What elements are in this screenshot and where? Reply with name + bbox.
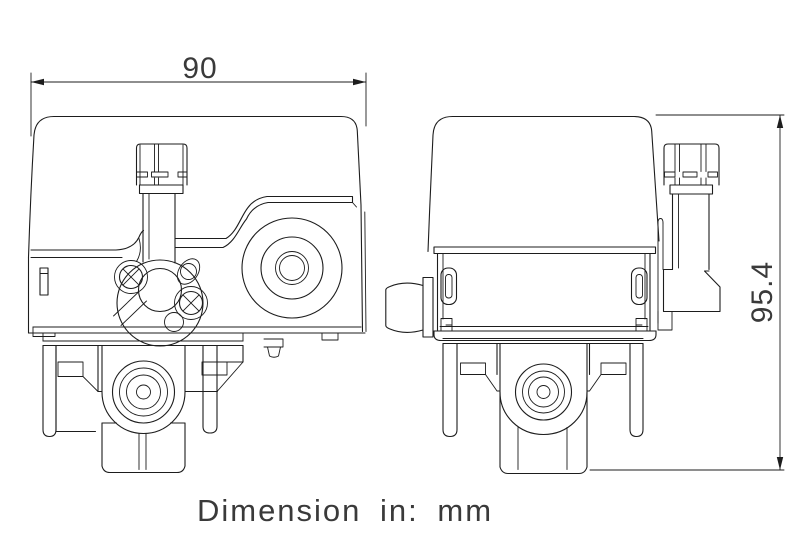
caption: Dimension in: mm bbox=[197, 493, 493, 528]
front-view: 90 bbox=[27, 52, 367, 474]
actuator-cover-side bbox=[427, 115, 660, 255]
phillips-screw-icon bbox=[122, 268, 140, 286]
phillips-screw-icon bbox=[182, 294, 200, 312]
housing-body-side bbox=[433, 252, 657, 342]
cable-gland-front bbox=[135, 143, 188, 264]
valve-body-front bbox=[42, 332, 244, 474]
side-view: 95.4 bbox=[385, 114, 785, 475]
position-indicator-knob bbox=[241, 217, 343, 319]
housing-body-front bbox=[27, 256, 366, 358]
cable-gland-side bbox=[657, 143, 721, 331]
height-dimension-label: 95.4 bbox=[746, 261, 779, 323]
manual-lever bbox=[385, 276, 434, 338]
height-dimension: 95.4 bbox=[589, 114, 785, 471]
mounting-flange bbox=[113, 258, 208, 347]
width-dimension: 90 bbox=[30, 52, 367, 137]
width-dimension-label: 90 bbox=[182, 52, 217, 85]
actuator-cover-front bbox=[27, 115, 367, 333]
valve-body-side bbox=[442, 337, 644, 475]
